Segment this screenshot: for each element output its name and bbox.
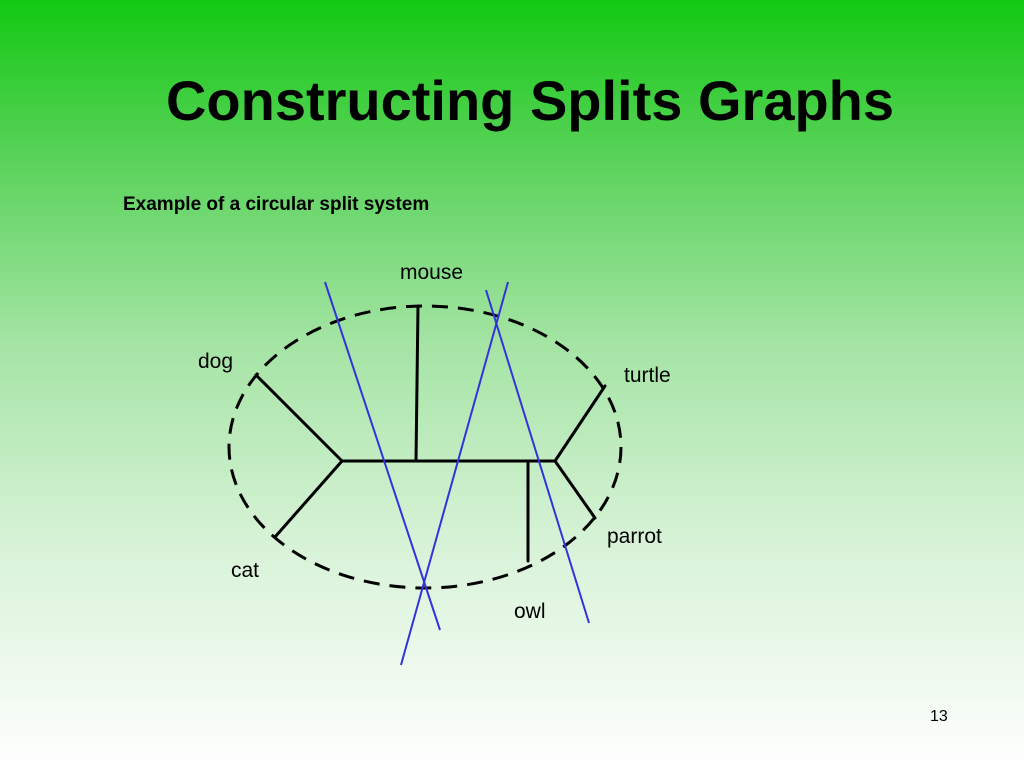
circular-boundary — [227, 304, 623, 590]
edge-dog — [254, 373, 344, 463]
edge-parrot — [553, 459, 597, 520]
split-line-3 — [485, 289, 590, 624]
edge-mouse — [414, 304, 420, 463]
split-line-1 — [324, 281, 441, 631]
taxon-label-parrot: parrot — [607, 525, 662, 548]
slide-subtitle: Example of a circular split system — [123, 194, 430, 215]
page-number: 13 — [930, 708, 948, 725]
slide-title: Constructing Splits Graphs — [165, 69, 895, 132]
taxon-label-mouse: mouse — [400, 261, 463, 284]
split-lines — [324, 281, 590, 666]
taxon-label-cat: cat — [231, 559, 259, 582]
taxon-label-owl: owl — [514, 600, 546, 623]
edge-turtle — [553, 384, 607, 463]
taxon-label-turtle: turtle — [624, 364, 671, 387]
edge-cat — [273, 459, 344, 539]
taxon-label-dog: dog — [198, 350, 233, 373]
tree-edges — [254, 304, 607, 563]
split-line-2 — [400, 281, 509, 666]
